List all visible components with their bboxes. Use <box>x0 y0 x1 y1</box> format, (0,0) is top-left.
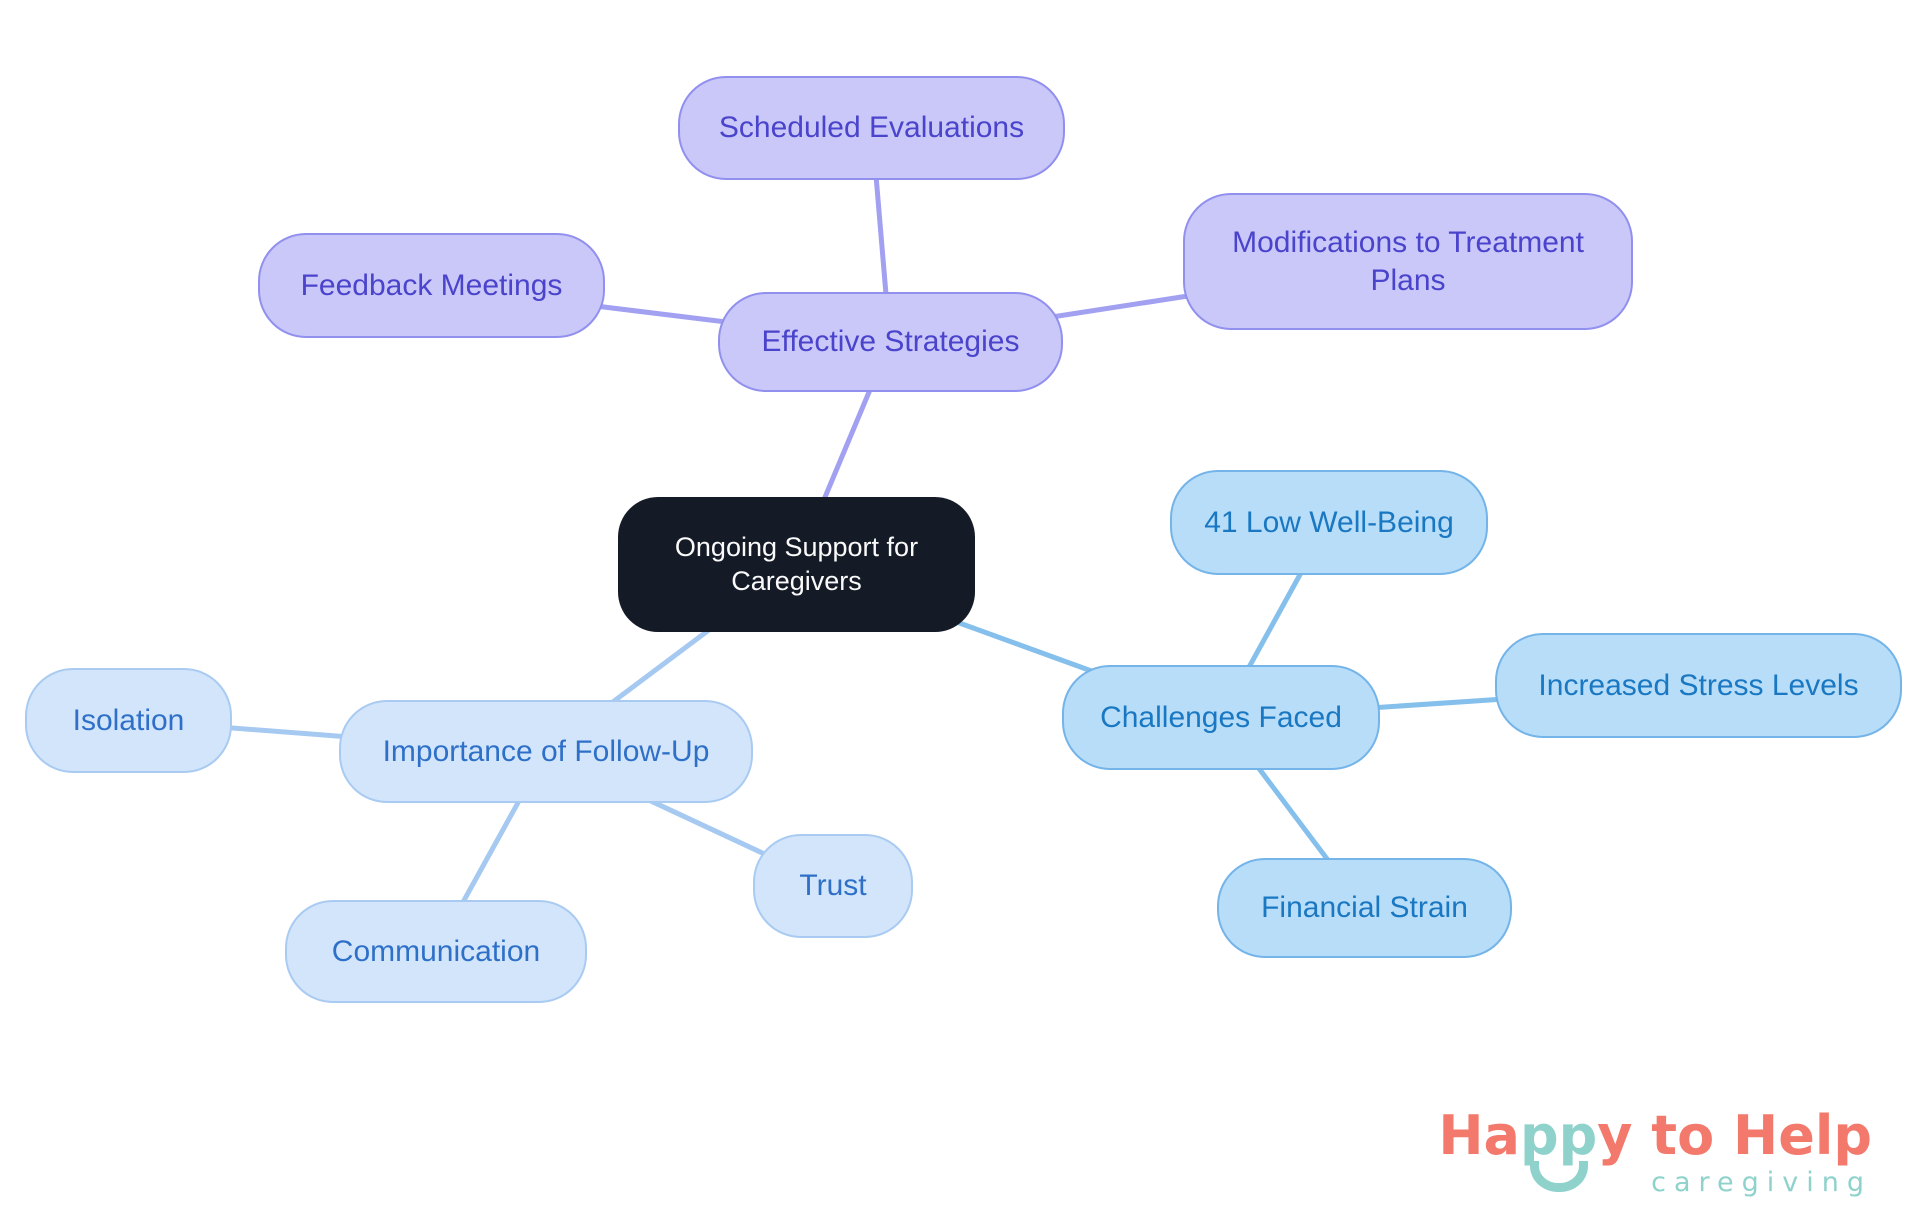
node-scheduled-evaluations[interactable]: Scheduled Evaluations <box>678 76 1065 180</box>
node-modifications-treatment-plans[interactable]: Modifications to Treatment Plans <box>1183 193 1633 330</box>
node-low-well-being[interactable]: 41 Low Well-Being <box>1170 470 1488 575</box>
node-label: Increased Stress Levels <box>1538 668 1859 702</box>
node-effective-strategies[interactable]: Effective Strategies <box>718 292 1063 392</box>
node-root-label: Ongoing Support for Caregivers <box>674 531 919 596</box>
brand-name-pp: pp <box>1519 1104 1598 1168</box>
node-label: Scheduled Evaluations <box>718 111 1025 145</box>
node-challenges-faced[interactable]: Challenges Faced <box>1062 665 1380 770</box>
node-communication[interactable]: Communication <box>285 900 587 1003</box>
node-label: Feedback Meetings <box>300 268 563 302</box>
node-feedback-meetings[interactable]: Feedback Meetings <box>258 233 605 338</box>
brand-name-segment: pp <box>1520 1107 1597 1192</box>
node-trust[interactable]: Trust <box>753 834 913 938</box>
brand-name-segment: y to Help <box>1597 1104 1872 1168</box>
node-root-ongoing-support[interactable]: Ongoing Support for Caregivers <box>618 497 975 632</box>
node-isolation[interactable]: Isolation <box>25 668 232 773</box>
node-label: Challenges Faced <box>1100 700 1342 734</box>
smile-icon <box>1529 1161 1588 1192</box>
node-label: Modifications to Treatment Plans <box>1232 226 1584 297</box>
node-label: 41 Low Well-Being <box>1204 505 1454 539</box>
node-label: Financial Strain <box>1261 891 1468 925</box>
node-label: Importance of Follow-Up <box>382 734 710 768</box>
node-label: Trust <box>799 869 867 903</box>
node-label: Effective Strategies <box>761 325 1020 359</box>
node-label: Isolation <box>72 703 185 737</box>
brand-name-segment: Ha <box>1438 1104 1520 1168</box>
node-financial-strain[interactable]: Financial Strain <box>1217 858 1512 958</box>
node-importance-follow-up[interactable]: Importance of Follow-Up <box>339 700 753 803</box>
brand-tagline: caregiving <box>1651 1167 1872 1198</box>
node-increased-stress-levels[interactable]: Increased Stress Levels <box>1495 633 1902 738</box>
node-label: Communication <box>331 934 541 968</box>
